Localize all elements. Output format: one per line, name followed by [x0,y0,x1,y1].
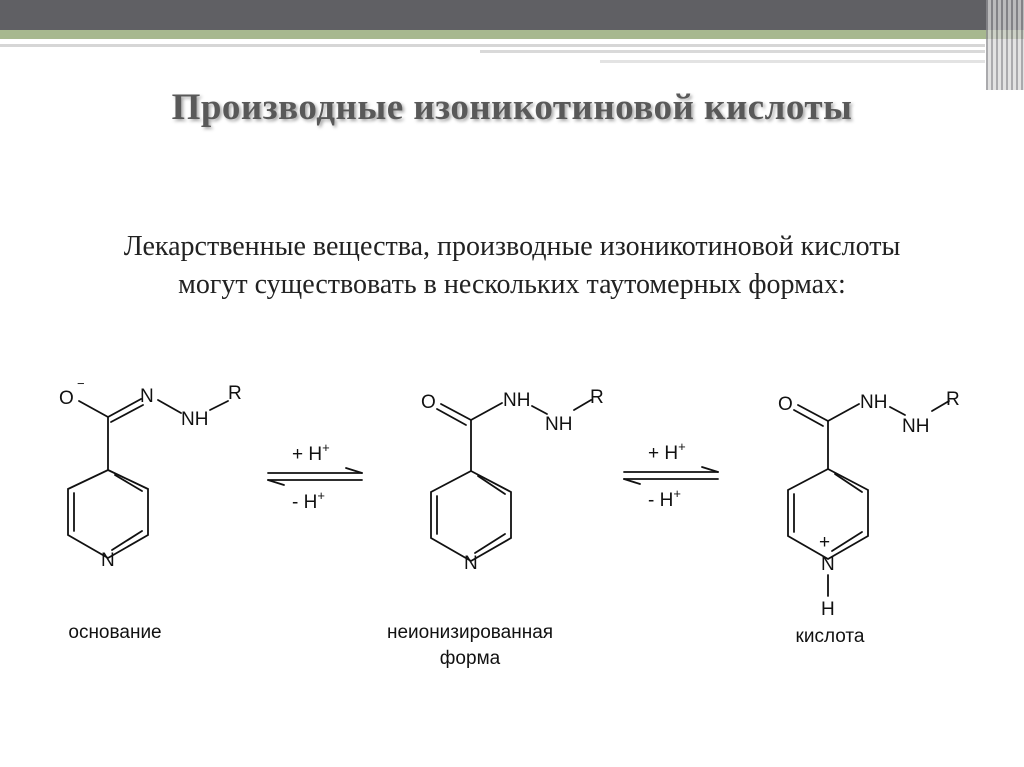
subtitle-line-1: Лекарственные вещества, производные изон… [123,231,901,262]
atom-ring-n: N [464,553,478,574]
atom-nh: NH [545,414,572,435]
equilibrium-arrow-2 [623,466,719,485]
structure-base-bonds [67,398,229,560]
accent-band [0,30,1024,39]
atom-nh: NH [860,392,887,413]
tautomer-scheme: O − N NH R N O NH NH R N O NH NH R N + H… [59,376,960,620]
atom-h: H [821,599,835,620]
atom-o: O [421,392,436,413]
slide-title: Производные изоникотиновой кислоты [171,87,853,128]
atom-r: R [228,383,242,404]
eq1-forward-label: + H+ [292,440,330,465]
equilibrium-arrow-1 [267,467,363,486]
eq1-reverse-label: - H+ [292,488,325,513]
structure-acid-bonds [787,400,950,597]
caption-base: основание [68,622,162,643]
atom-r: R [946,389,960,410]
decor-line [600,60,985,63]
eq2-reverse-label: - H+ [648,486,681,511]
decor-line [0,44,985,47]
atom-o: O [778,394,793,415]
decor-stripes [986,0,1024,90]
charge-minus: − [77,376,85,391]
atom-nh: NH [902,416,929,437]
caption-neutral-line-2: форма [439,648,501,669]
atom-o: O [59,388,74,409]
charge-plus: + [819,532,830,553]
caption-neutral: неионизированная форма [360,622,580,670]
structure-neutral-bonds [430,399,592,563]
atom-nh: NH [181,409,208,430]
atom-ring-n: N [101,550,115,571]
decor-line [480,50,985,53]
header-band [0,0,1024,30]
caption-neutral-line-1: неионизированная [386,622,554,643]
subtitle-line-2: могут существовать в нескольких таутомер… [178,269,846,300]
atom-nh: NH [503,390,530,411]
atom-r: R [590,387,604,408]
caption-acid: кислота [795,626,865,647]
atom-ring-n: N [821,554,835,575]
eq2-forward-label: + H+ [648,439,686,464]
atom-n: N [140,386,154,407]
slide-subtitle: Лекарственные вещества, производные изон… [0,228,1024,304]
